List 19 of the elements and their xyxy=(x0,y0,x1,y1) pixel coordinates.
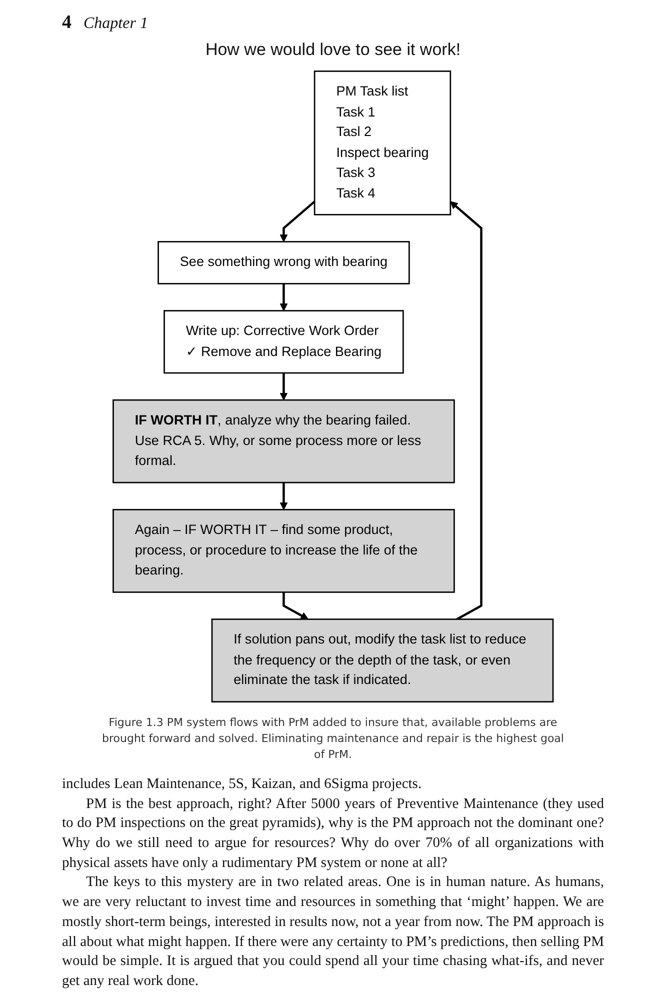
arrow xyxy=(282,592,308,620)
arrow xyxy=(280,482,288,510)
diagram-title: How we would love to see it work! xyxy=(204,40,462,60)
body-paragraph: PM is the best approach, right? After 5000 years of Preventive Maintenance (they used to do PM inspections on the great pyramids), why is the PM approach not the dominant one? Why do we still need to argue for resources? Why do over 70% of all organizations with physical assets have only a rudimentary PM system or none at all? xyxy=(62,794,604,873)
body-paragraph: The keys to this mystery are in two related areas. One is in human nature. As humans, we are very reluctant to invest time and resources in something that ‘might’ happen. We are mostly short-term beings, interested in results now, not a year from now. The PM approach is all about what might happen. If there were any certainty to PM’s predictions, then selling PM would be simple. It is argued that you could spend all your time chasing what-ifs, and never get any real work done. xyxy=(62,873,604,991)
figure-caption: Figure 1.3 PM system flows with PrM added to insure that, available problems are brought forward and solved. Eliminating maintenance and repair is the highest goal of PrM. xyxy=(101,715,565,763)
body-paragraph: includes Lean Maintenance, 5S, Kaizan, and 6Sigma projects. xyxy=(62,774,423,794)
arrow xyxy=(280,200,316,242)
process-box: If solution pans out, modify the task list to reduce the frequency or the depth of the task, or even eliminate the task if indicated. xyxy=(211,618,554,702)
arrow xyxy=(280,372,288,400)
process-box: See something wrong with bearing xyxy=(157,241,410,284)
process-box: IF WORTH IT, analyze why the bearing failed. Use RCA 5. Why, or some process more or less formal. xyxy=(112,399,455,484)
running-head: Chapter 1 xyxy=(84,15,148,33)
process-box: Again – IF WORTH IT – find some product, process, or procedure to increase the life of the bearing. xyxy=(112,508,455,593)
arrow xyxy=(450,201,482,620)
page-number: 4 xyxy=(62,12,72,34)
arrow xyxy=(280,284,288,312)
process-box: Write up: Corrective Work Order ✓ Remove and Replace Bearing xyxy=(163,310,404,374)
process-box: PM Task list Task 1 Tasl 2 Inspect bearing Task 3 Task 4 xyxy=(314,70,451,216)
